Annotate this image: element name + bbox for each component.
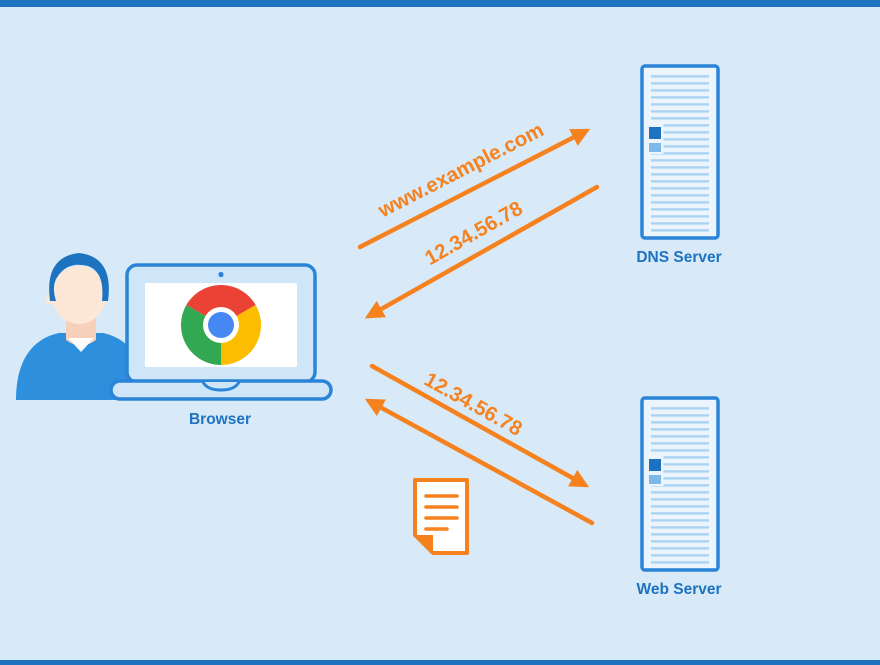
document-icon [413,478,469,555]
dns-server-label: DNS Server [636,249,721,266]
bottom-border-bar [0,660,880,665]
dns-server-icon [640,64,720,240]
web-server-label: Web Server [636,581,721,598]
dns-request-label: www.example.com [374,118,548,222]
message-arrows [357,128,600,526]
web-server-icon [640,396,720,572]
browser-label: Browser [189,411,251,428]
dns-response-arrow-icon [364,184,600,319]
top-border-bar [0,0,880,7]
web-request-arrow-icon [369,363,590,488]
laptop-icon [109,263,333,401]
chrome-logo-icon [181,285,261,365]
web-response-arrow-icon [364,398,595,526]
dns-request-arrow-icon [357,128,591,250]
